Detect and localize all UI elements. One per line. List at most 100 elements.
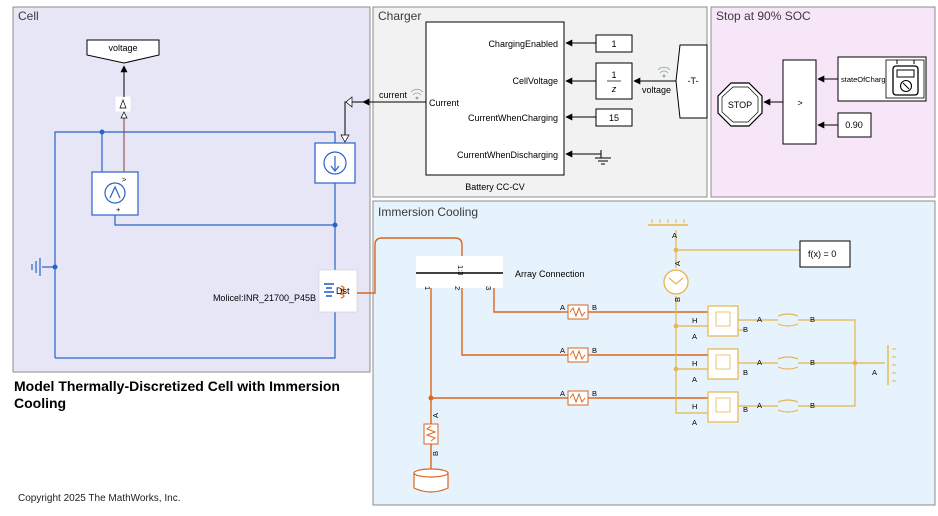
pipe-block-1[interactable]: H A B (692, 305, 748, 341)
cccv-charger-block[interactable]: ChargingEnabled CellVoltage CurrentWhenC… (425, 21, 565, 192)
res2-port-b: B (810, 358, 815, 367)
charger-signal-lines (344, 39, 676, 158)
area-cooling-title: Immersion Cooling (378, 205, 478, 219)
delay-denominator: z (611, 84, 617, 94)
conductive-heat-transfer-1[interactable]: A B (560, 303, 597, 320)
area-cell-title: Cell (18, 9, 39, 23)
area-cell[interactable]: Cell (12, 6, 371, 373)
port-charging-enabled: ChargingEnabled (488, 39, 558, 49)
pipe1-port-b: B (743, 325, 748, 334)
cond3-port-b: B (592, 389, 597, 398)
battery-name-label: Molicel:INR_21700_P45B (213, 293, 316, 303)
cond3-port-a: A (560, 389, 565, 398)
port-cell-voltage: CellVoltage (512, 76, 558, 86)
current-signal-label: current (379, 90, 408, 100)
model-title: Model Thermally-Discretized Cell with Im… (14, 378, 340, 411)
fluid-reservoir-right-icon: A (872, 345, 896, 385)
flow-resistance-3[interactable]: A B (757, 399, 815, 413)
reservoir-top-port-a: A (672, 231, 677, 240)
res1-port-b: B (810, 315, 815, 324)
sensor-plus-label: + (116, 205, 121, 214)
goto-voltage-block[interactable]: voltage (86, 39, 160, 64)
soc-meter-block[interactable]: stateOfCharge (837, 56, 927, 102)
pipe2-port-b: B (743, 368, 748, 377)
pump-port-a: A (673, 261, 682, 266)
stop-label: STOP (728, 100, 752, 110)
fluid-reservoir-top-icon: A (648, 219, 688, 240)
pipe3-port-b: B (743, 405, 748, 414)
wireless-icon-current (410, 88, 424, 100)
delay-numerator: 1 (611, 70, 616, 80)
pump-port-b: B (673, 297, 682, 302)
solver-configuration-block[interactable]: f(x) = 0 (799, 240, 851, 268)
res2-port-a: A (757, 358, 762, 367)
pipe-block-2[interactable]: H A B (692, 348, 748, 384)
const-current-value: 15 (609, 113, 619, 123)
fluid-pump-block[interactable]: A B (663, 261, 689, 302)
pipe3-port-a: A (692, 418, 697, 427)
resistance-port-b: B (431, 451, 440, 456)
conductive-heat-transfer-3[interactable]: A B (560, 389, 597, 406)
electrical-wiring (42, 129, 338, 359)
fluid-wiring (673, 230, 885, 414)
from-voltage-block[interactable]: -T- (675, 44, 708, 119)
resistance-port-a: A (431, 413, 440, 418)
thermal-resistance-block[interactable]: A B (423, 413, 440, 456)
pipe3-port-h: H (692, 402, 697, 411)
port-current-when-charging: CurrentWhenCharging (468, 113, 558, 123)
conductive-heat-transfer-2[interactable]: A B (560, 346, 597, 363)
pipe2-port-h: H (692, 359, 697, 368)
area-charger-title: Charger (378, 9, 421, 23)
electrical-reference-icon (31, 258, 41, 276)
cond2-port-b: B (592, 346, 597, 355)
from-tag-label: -T- (688, 76, 699, 86)
pipe-block-3[interactable]: H A B (692, 391, 748, 427)
threshold-value: 0.90 (845, 120, 863, 130)
constant-charging-enabled[interactable]: 1 (595, 34, 633, 53)
array-connection-block[interactable]: 1:3 1 2 3 Array Connection (416, 256, 585, 290)
unit-delay-block[interactable]: 1 z (595, 62, 633, 100)
ps-simulink-converter[interactable] (115, 96, 131, 112)
battery-port-label: Dst (336, 286, 350, 296)
wireless-icon (657, 66, 671, 78)
ps-port-icon (120, 111, 128, 119)
ground-icon (595, 150, 611, 165)
area-cooling[interactable]: Immersion Cooling (372, 200, 936, 506)
copyright-notice: Copyright 2025 The MathWorks, Inc. (18, 493, 181, 504)
soc-label: stateOfCharge (841, 75, 890, 84)
flow-resistance-2[interactable]: A B (757, 356, 815, 370)
pipe1-port-h: H (692, 316, 697, 325)
constant-charging-current[interactable]: 15 (595, 108, 633, 127)
relational-operator-block[interactable]: > (782, 59, 817, 145)
const-enabled-value: 1 (611, 39, 616, 49)
current-source-port-icon (340, 134, 350, 143)
pipe1-port-a: A (692, 332, 697, 341)
array-connection-label: Array Connection (515, 269, 585, 279)
reservoir-right-port-a: A (872, 368, 877, 377)
converter-port-icon (345, 96, 353, 108)
array-port-1: 1 (423, 286, 432, 290)
threshold-constant-block[interactable]: 0.90 (837, 112, 872, 138)
current-source-block[interactable] (314, 142, 356, 184)
cond1-port-a: A (560, 303, 565, 312)
array-port-3: 3 (484, 286, 493, 290)
cond2-port-a: A (560, 346, 565, 355)
area-stop-title: Stop at 90% SOC (716, 9, 811, 23)
cccv-block-name: Battery CC-CV (465, 182, 525, 192)
cond1-port-b: B (592, 303, 597, 312)
array-port-2: 2 (453, 286, 462, 290)
from-voltage-label: voltage (642, 85, 671, 95)
stop-signal-lines (763, 75, 838, 129)
compare-operator-label: > (797, 98, 802, 108)
flow-resistance-1[interactable]: A B (757, 313, 815, 327)
thermal-reference-block[interactable] (413, 468, 449, 493)
goto-voltage-label: voltage (108, 43, 137, 53)
stop-simulation-block[interactable]: STOP (717, 82, 763, 127)
voltage-sensor-block[interactable]: > + (91, 171, 139, 216)
res1-port-a: A (757, 315, 762, 324)
res3-port-a: A (757, 401, 762, 410)
battery-cell-block[interactable]: Dst Molicel:INR_21700_P45B (213, 269, 358, 313)
pipe2-port-a: A (692, 375, 697, 384)
solver-label: f(x) = 0 (808, 249, 836, 259)
